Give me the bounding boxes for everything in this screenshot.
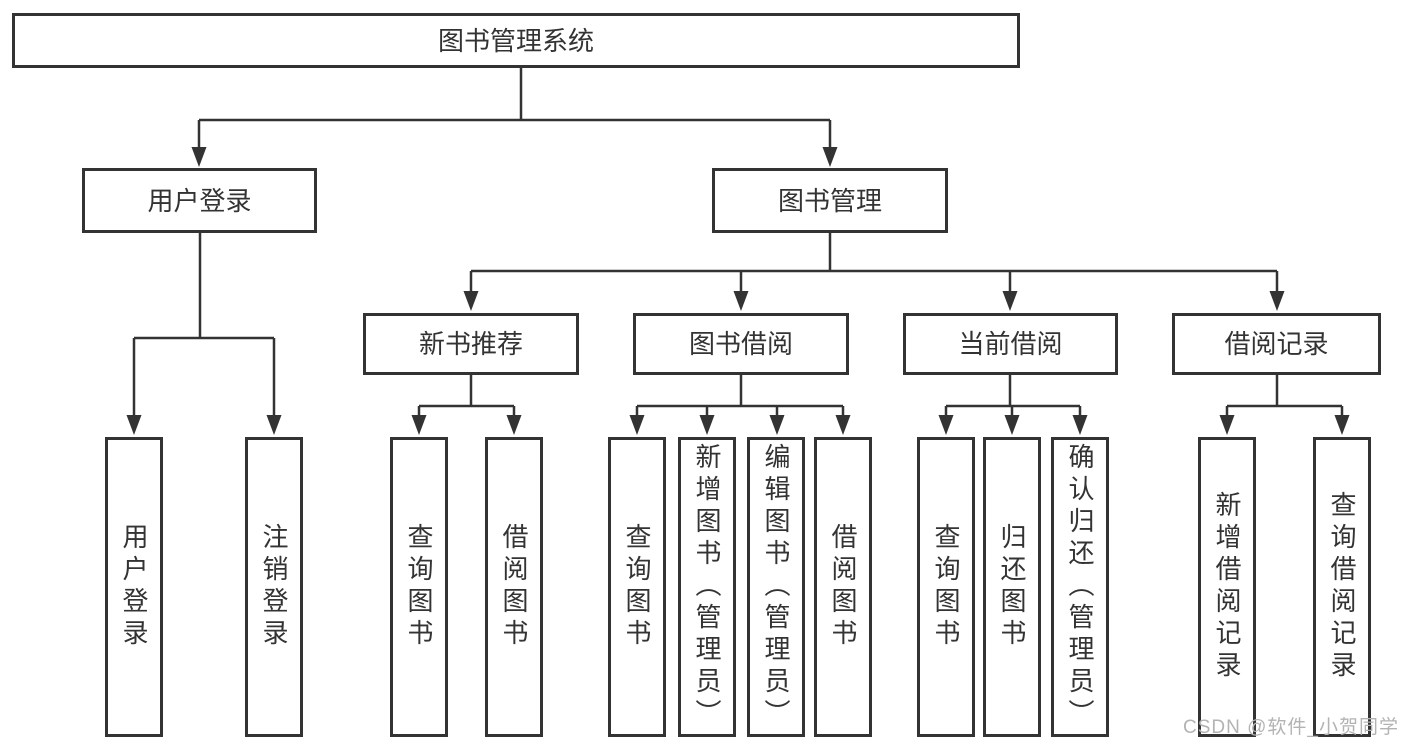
arrowheads bbox=[126, 147, 1350, 435]
node-current-borrowing-label: 当前借阅 bbox=[958, 329, 1063, 359]
leaf-query-books-current-label: 查询图书 bbox=[931, 523, 961, 651]
node-library-management-system: 图书管理系统 bbox=[12, 13, 1020, 68]
leaf-borrow-books-newbooks-label: 借阅图书 bbox=[499, 523, 529, 651]
leaf-query-books-current: 查询图书 bbox=[917, 437, 975, 737]
leaf-query-books-newbooks-label: 查询图书 bbox=[404, 523, 434, 651]
leaf-confirm-return-admin: 确认归还（管理员） bbox=[1051, 437, 1109, 737]
leaf-borrow-books-borrowing: 借阅图书 bbox=[814, 437, 872, 737]
node-book-management-label: 图书管理 bbox=[777, 185, 882, 216]
leaf-add-books-admin: 新增图书（管理员） bbox=[678, 437, 736, 737]
leaf-user-login: 用户登录 bbox=[105, 437, 163, 737]
csdn-watermark: CSDN @软件_小贺同学 bbox=[1183, 717, 1399, 738]
node-user-login-label: 用户登录 bbox=[147, 185, 252, 216]
leaf-query-books-borrowing: 查询图书 bbox=[608, 437, 666, 737]
leaf-logout: 注销登录 bbox=[245, 437, 303, 737]
node-book-management: 图书管理 bbox=[712, 168, 948, 233]
leaf-borrow-books-borrowing-label: 借阅图书 bbox=[828, 523, 858, 651]
leaf-query-books-borrowing-label: 查询图书 bbox=[622, 523, 652, 651]
leaf-edit-books-admin: 编辑图书（管理员） bbox=[747, 437, 805, 737]
node-book-borrowing: 图书借阅 bbox=[633, 313, 849, 375]
node-current-borrowing: 当前借阅 bbox=[903, 313, 1118, 375]
leaf-borrow-books-newbooks: 借阅图书 bbox=[485, 437, 543, 737]
leaf-query-borrow-record: 查询借阅记录 bbox=[1313, 437, 1371, 737]
leaf-query-borrow-record-label: 查询借阅记录 bbox=[1327, 491, 1357, 683]
leaf-logout-label: 注销登录 bbox=[259, 523, 289, 651]
node-new-book-recommend-label: 新书推荐 bbox=[418, 329, 523, 359]
node-borrowing-records-label: 借阅记录 bbox=[1224, 329, 1329, 359]
leaf-query-books-newbooks: 查询图书 bbox=[390, 437, 448, 737]
leaf-edit-books-admin-label: 编辑图书（管理员） bbox=[761, 443, 791, 731]
node-user-login: 用户登录 bbox=[82, 168, 317, 233]
leaf-return-books: 归还图书 bbox=[983, 437, 1041, 737]
node-book-borrowing-label: 图书借阅 bbox=[688, 329, 793, 359]
leaf-add-borrow-record-label: 新增借阅记录 bbox=[1212, 491, 1242, 683]
leaf-confirm-return-admin-label: 确认归还（管理员） bbox=[1065, 443, 1095, 731]
leaf-return-books-label: 归还图书 bbox=[997, 523, 1027, 651]
leaf-add-books-admin-label: 新增图书（管理员） bbox=[692, 443, 722, 731]
node-new-book-recommend: 新书推荐 bbox=[363, 313, 579, 375]
node-borrowing-records: 借阅记录 bbox=[1172, 313, 1381, 375]
node-library-management-system-label: 图书管理系统 bbox=[437, 25, 594, 56]
leaf-user-login-label: 用户登录 bbox=[119, 523, 149, 651]
leaf-add-borrow-record: 新增借阅记录 bbox=[1198, 437, 1256, 737]
